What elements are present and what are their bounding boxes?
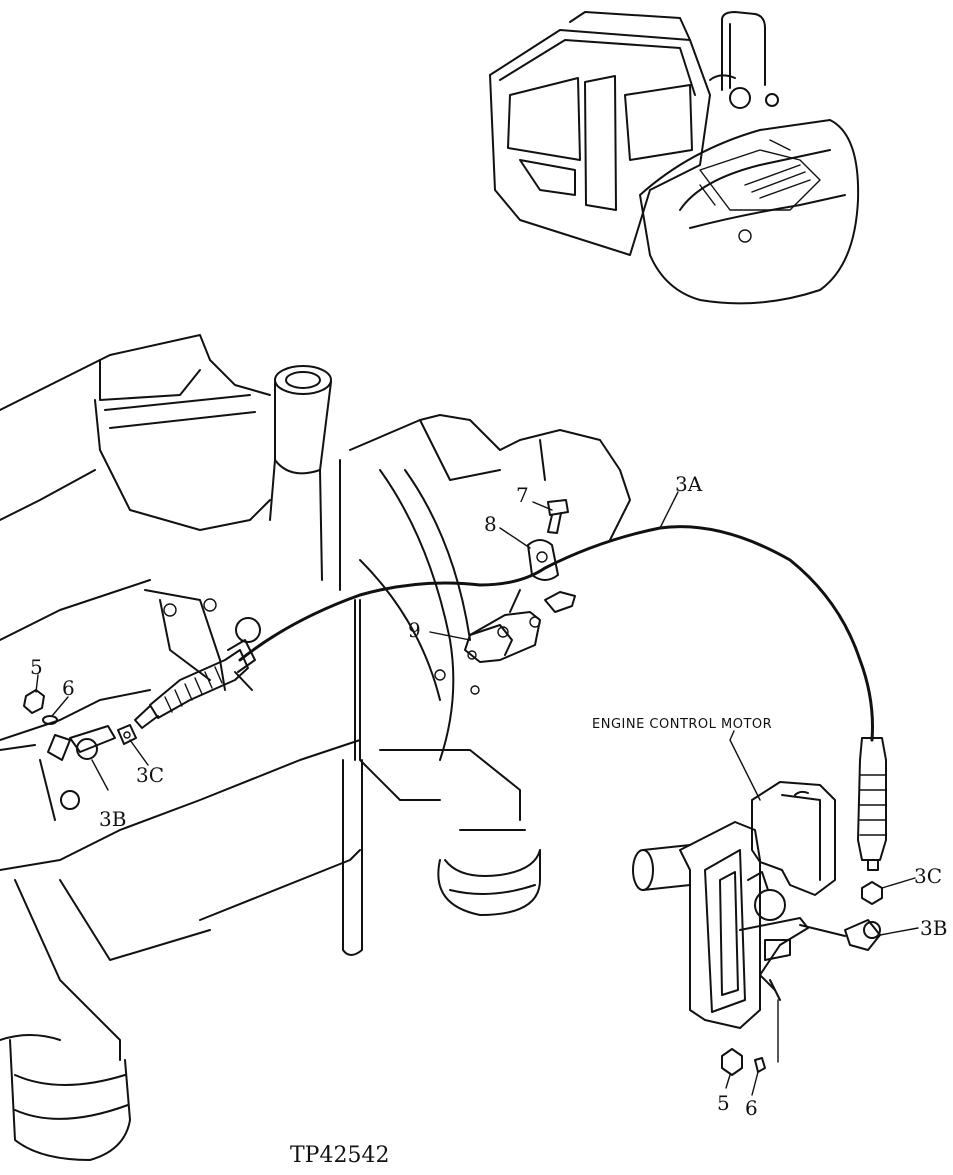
label-9: 9 [408, 618, 421, 642]
engine-block [0, 334, 631, 1161]
label-3b-left: 3B [99, 807, 126, 831]
label-5-right: 5 [717, 1091, 730, 1115]
label-6-right: 6 [745, 1096, 758, 1120]
label-3a: 3A [675, 472, 703, 496]
right-ball-joint [844, 919, 881, 951]
cable-clamp [527, 539, 559, 581]
engine-control-motor-label: ENGINE CONTROL MOTOR [592, 717, 772, 732]
left-washer [42, 715, 58, 725]
figure-id: TP42542 [290, 1143, 389, 1168]
right-nut [861, 881, 883, 905]
right-washer [754, 1057, 766, 1073]
left-nut [117, 724, 137, 745]
label-8: 8 [484, 512, 497, 536]
engine-control-motor [632, 781, 883, 1076]
label-3b-right: 3B [920, 916, 947, 940]
clamp-bolt [547, 499, 569, 534]
label-3c-right: 3C [914, 864, 942, 888]
label-7: 7 [516, 483, 529, 507]
excavator-locator-illustration [489, 11, 860, 305]
label-3c-left: 3C [136, 763, 164, 787]
left-lock-nut [23, 689, 45, 714]
right-lock-nut [721, 1048, 743, 1076]
leader-lines [35, 491, 919, 1096]
label-5-left: 5 [30, 655, 43, 679]
left-linkage-parts [23, 689, 137, 761]
label-6-left: 6 [62, 676, 75, 700]
part-labels: 3A 7 8 9 5 6 3B 3C ENGINE CONTROL MOTOR … [30, 472, 947, 1168]
mounting-bracket [464, 589, 576, 663]
throttle-cable [134, 525, 887, 871]
